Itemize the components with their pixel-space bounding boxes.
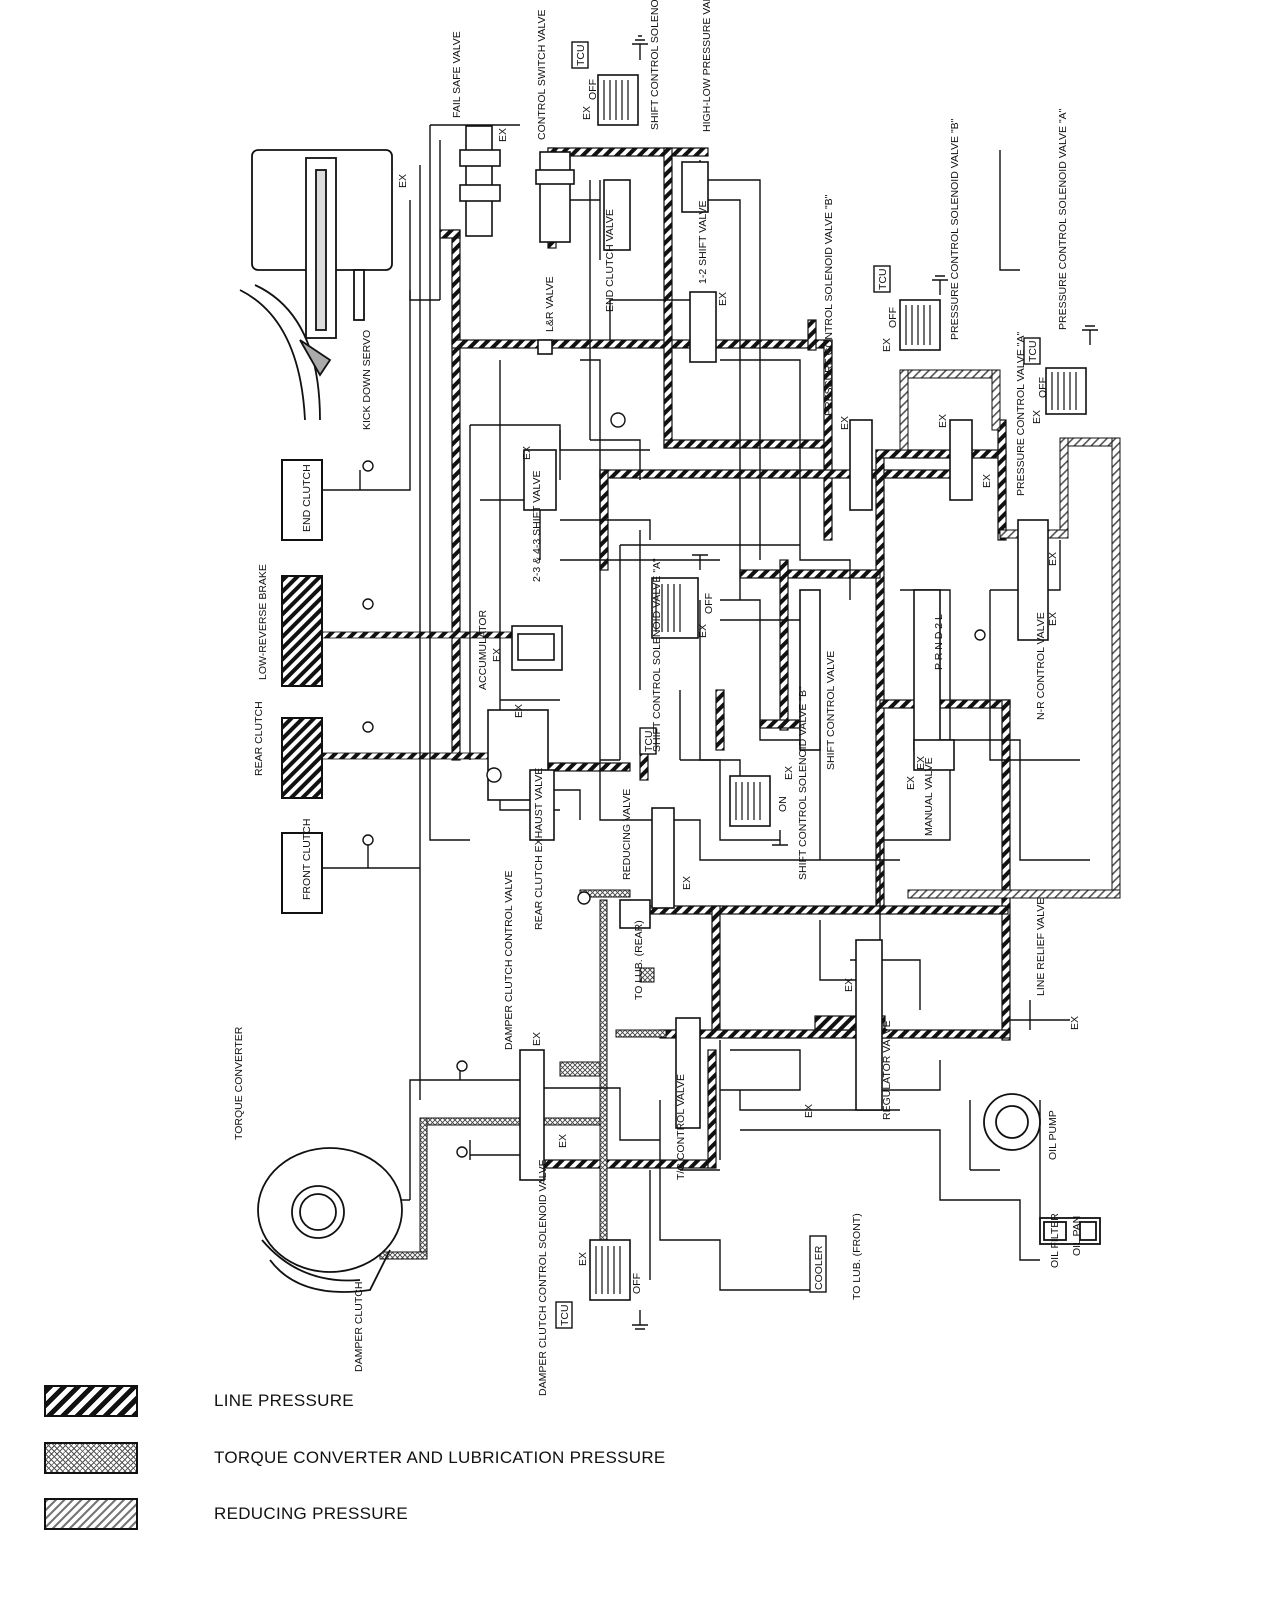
ex-label: EX	[1047, 612, 1059, 626]
legend-label: LINE PRESSURE	[214, 1391, 354, 1410]
off-label: OFF	[1037, 377, 1049, 398]
tcu-label: TCU	[877, 268, 889, 290]
legend-label: TORQUE CONVERTER AND LUBRICATION PRESSUR…	[214, 1448, 666, 1467]
tcu-labels: TCU TCU TCU TCU TCU	[559, 44, 1039, 1326]
ex-label: EX	[1069, 1016, 1081, 1030]
cooler-label: COOLER	[813, 1245, 825, 1290]
reducing-valve-label: REDUCING VALVE	[621, 789, 633, 880]
torque-converter-label: TORQUE CONVERTER	[233, 1026, 245, 1140]
end-clutch-label: END CLUTCH	[301, 464, 313, 532]
tc-control-valve-label: T/C CONTROL VALVE	[675, 1074, 687, 1180]
legend-item-line-pressure: LINE PRESSURE	[44, 1383, 354, 1419]
low-reverse-brake-label: LOW-REVERSE BRAKE	[257, 564, 269, 680]
ex-label: EX	[397, 174, 409, 188]
kick-down-servo-label: KICK DOWN SERVO	[361, 330, 373, 430]
control-switch-valve-label: CONTROL SWITCH VALVE	[536, 10, 548, 141]
ex-label: EX	[905, 776, 917, 790]
clutch-blocks	[281, 459, 323, 914]
torque-converter-assembly	[257, 1147, 403, 1293]
to-lub-front-label: TO LUB. (FRONT)	[851, 1213, 863, 1300]
oil-pump-label: OIL PUMP	[1047, 1110, 1059, 1160]
ex-label: EX	[981, 474, 993, 488]
nr-control-valve-label: N-R CONTROL VALVE	[1035, 612, 1047, 720]
ex-label: EX	[937, 414, 949, 428]
shift-solenoid-a-label: SHIFT CONTROL SOLENOID VALVE "A"	[651, 558, 663, 752]
tcu-label: TCU	[575, 44, 587, 66]
torque-converter-swatch	[44, 1442, 138, 1474]
tcu-label: TCU	[1027, 340, 1039, 362]
shift-12-valve-label: 1-2 SHIFT VALVE	[697, 201, 709, 284]
tcu-label: TCU	[559, 1304, 571, 1326]
lr-valve-label: L&R VALVE	[544, 276, 556, 332]
ex-label: EX	[881, 338, 893, 352]
ex-label: EX	[513, 704, 525, 718]
oil-pan-label: OIL PAN	[1071, 1216, 1083, 1256]
tcu-label: TCU	[643, 730, 655, 752]
off-label: OFF	[587, 79, 599, 100]
high-low-pressure-valve-label: HIGH-LOW PRESSURE VALVE	[701, 0, 713, 132]
regulator-valve-label: REGULATOR VALVE	[881, 1020, 893, 1120]
valve-bodies	[459, 74, 1087, 1301]
damper-solenoid-label: DAMPER CLUTCH CONTROL SOLENOID VALVE	[537, 1159, 549, 1396]
ex-label: EX	[681, 876, 693, 890]
off-label: OFF	[631, 1273, 643, 1294]
reducing-pressure-swatch	[44, 1498, 138, 1530]
ex-label: EX	[577, 1252, 589, 1266]
shift-23-valve-label: 2-3 & 4-3 SHIFT VALVE	[531, 471, 543, 582]
ex-label: EX	[531, 1032, 543, 1046]
ex-label: EX	[915, 756, 927, 770]
kick-down-servo-assembly	[239, 149, 393, 421]
legend-label: REDUCING PRESSURE	[214, 1504, 409, 1523]
shift-solenoid-b-label: SHIFT CONTROL SOLENOID VALVE "B"	[797, 686, 809, 880]
off-label: OFF	[887, 307, 899, 328]
solenoid-coils	[595, 80, 1077, 1294]
shift-solenoid-c-label: SHIFT CONTROL SOLENOID VALVE "C"	[649, 0, 661, 130]
ex-label: EX	[521, 446, 533, 460]
prnd2l-label: P R N D 2 L	[933, 614, 945, 670]
check-balls	[362, 412, 986, 1158]
ex-label: EX	[697, 624, 709, 638]
oil-filter-label: OIL FILTER	[1049, 1213, 1061, 1268]
manual-valve-label: MANUAL VALVE	[923, 757, 935, 836]
off-label: OFF	[703, 593, 715, 614]
state-labels: EX EX EX OFF EX EX OFF EX OFF EX EX EX E…	[397, 79, 1081, 1294]
ex-label: EX	[839, 416, 851, 430]
pc-valve-a-label: PRESSURE CONTROL VALVE "A"	[1015, 332, 1027, 496]
legend-item-reducing-pressure: REDUCING PRESSURE	[44, 1496, 408, 1532]
ex-label: EX	[803, 1104, 815, 1118]
accumulator-label: ACCUMULATOR	[477, 609, 489, 690]
line-relief-valve-label: LINE RELIEF VALVE	[1035, 898, 1047, 996]
shift-control-valve-label: SHIFT CONTROL VALVE	[825, 651, 837, 770]
fail-safe-valve-label: FAIL SAFE VALVE	[451, 31, 463, 118]
tcu-boxes	[555, 41, 1041, 1329]
ex-label: EX	[581, 106, 593, 120]
ex-label: EX	[557, 1134, 569, 1148]
ground-symbols	[632, 35, 1098, 1330]
ex-label: EX	[1047, 552, 1059, 566]
ex-label: EX	[843, 978, 855, 992]
end-clutch-valve-label: END CLUTCH VALVE	[604, 209, 616, 312]
pc-solenoid-valve-b-label: PRESSURE CONTROL SOLENOID VALVE "B"	[823, 194, 835, 416]
component-labels: FAIL SAFE VALVE CONTROL SWITCH VALVE SHI…	[233, 0, 1083, 1396]
rear-clutch-label: REAR CLUTCH	[253, 701, 265, 776]
ex-label: EX	[491, 648, 503, 662]
front-clutch-label: FRONT CLUTCH	[301, 819, 313, 900]
pc-solenoid-b-label: PRESSURE CONTROL SOLENOID VALVE "B"	[949, 118, 961, 340]
line-pressure-swatch	[44, 1385, 138, 1417]
pc-solenoid-a-label: PRESSURE CONTROL SOLENOID VALVE "A"	[1057, 108, 1069, 330]
ex-label: EX	[783, 766, 795, 780]
ex-label: EX	[717, 292, 729, 306]
to-lub-rear-label: TO LUB. (REAR)	[633, 920, 645, 1000]
ex-label: EX	[1031, 410, 1043, 424]
ex-label: EX	[497, 128, 509, 142]
oil-pump-assembly	[983, 1093, 1101, 1245]
rear-clutch-exhaust-valve-label: REAR CLUTCH EXHAUST VALVE	[533, 768, 545, 930]
damper-clutch-control-valve-label: DAMPER CLUTCH CONTROL VALVE	[503, 871, 515, 1051]
on-label: ON	[777, 796, 789, 812]
damper-clutch-label: DAMPER CLUTCH	[353, 1282, 365, 1372]
legend-item-torque-converter-pressure: TORQUE CONVERTER AND LUBRICATION PRESSUR…	[44, 1440, 666, 1476]
